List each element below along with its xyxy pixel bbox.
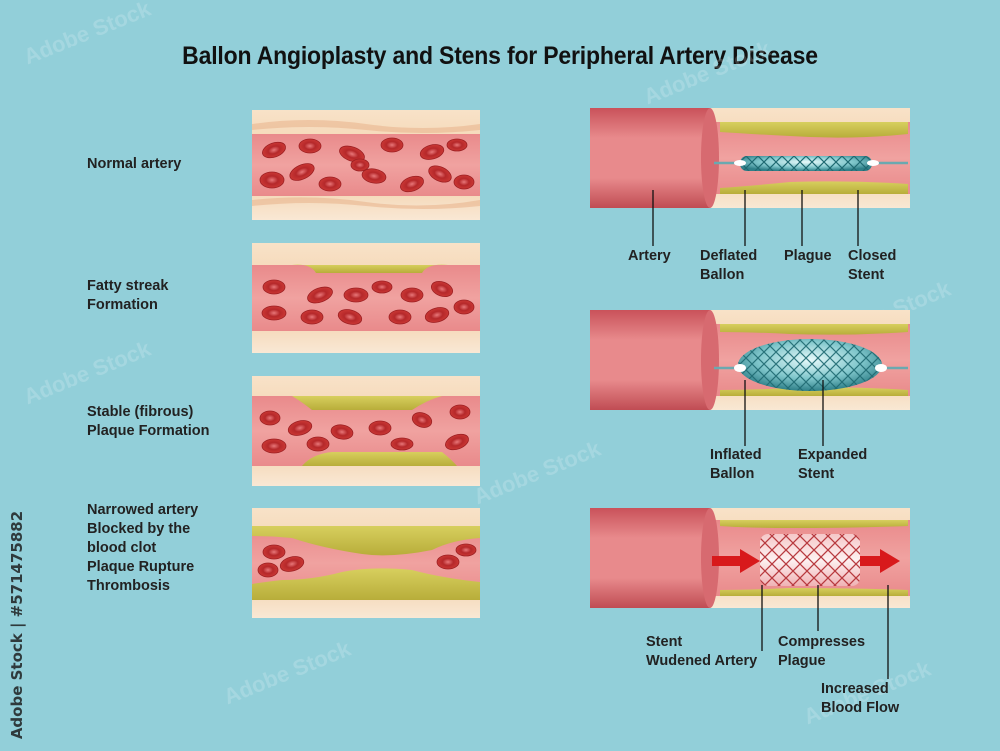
artery-normal: [252, 110, 480, 220]
label-deflated-ballon: Deflated Ballon: [700, 248, 758, 283]
fibrous-plaque-bottom: [302, 452, 457, 466]
label-artery: Artery: [628, 248, 671, 264]
faint-watermark: Adobe Stock: [470, 435, 605, 510]
label-stable-plaque: Stable (fibrous) Plaque Formation: [87, 404, 210, 439]
label-expanded-stent: Expanded Stent: [798, 447, 868, 482]
label-normal-artery: Normal artery: [87, 156, 182, 172]
plaque-bottom: [252, 568, 480, 600]
fatty-streak: [292, 264, 448, 273]
label-increased-blood-flow: Increased Blood Flow: [821, 681, 900, 716]
panel2-leader-lines: [744, 380, 824, 446]
expanded-stent: [760, 534, 860, 586]
artery-fatty-streak: [252, 243, 480, 353]
angioplasty-panel-deflated: [590, 108, 910, 208]
red-blood-cells: [259, 137, 475, 193]
label-narrowed-artery: Narrowed artery Blocked by the blood clo…: [87, 502, 199, 594]
deflated-balloon: [740, 156, 872, 171]
fibrous-plaque-top: [292, 396, 442, 410]
label-stent-widened-artery: Stent Wudened Artery: [646, 634, 758, 669]
plaque-top: [252, 526, 480, 556]
label-fatty-streak: Fatty streak Formation: [87, 278, 169, 313]
stock-watermark: Adobe Stock | #571475882: [8, 510, 26, 740]
label-inflated-ballon: Inflated Ballon: [710, 447, 762, 482]
page-title: Ballon Angioplasty and Stens for Periphe…: [182, 42, 818, 70]
flow-arrow-left: [712, 549, 760, 573]
label-closed-stent: Closed Stent: [848, 248, 897, 283]
flow-arrow-right: [860, 549, 900, 573]
panel3-leader-lines: [761, 585, 889, 679]
artery-stable-plaque: [252, 376, 480, 486]
label-plague: Plague: [784, 248, 832, 264]
faint-watermark: Adobe Stock: [220, 635, 355, 710]
artery-narrowed: [252, 508, 480, 618]
angioplasty-panel-stent: [590, 508, 910, 608]
blood-clot: [257, 543, 477, 578]
angioplasty-panel-inflated: [590, 310, 910, 410]
faint-watermark: Adobe Stock: [20, 335, 155, 410]
label-compresses-plague: Compresses Plague: [778, 634, 866, 669]
inflated-balloon: [738, 339, 882, 391]
panel1-leader-lines: [652, 190, 859, 246]
